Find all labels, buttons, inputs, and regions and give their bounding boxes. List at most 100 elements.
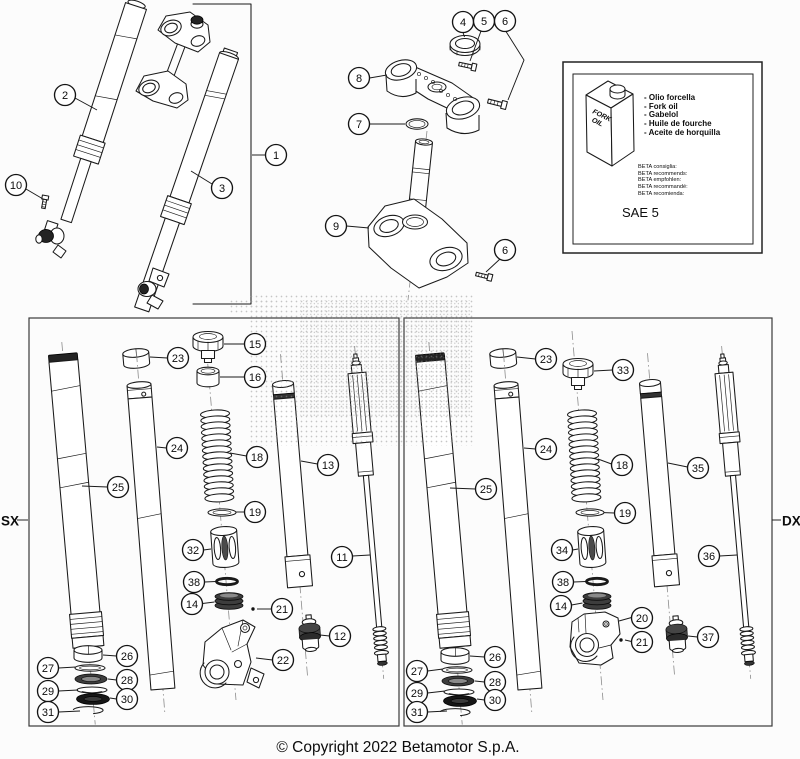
svg-text:18: 18 [616,460,628,472]
part-seal-stack-26-31-dx [439,647,478,717]
svg-text:4: 4 [460,17,466,29]
svg-text:26: 26 [489,652,501,664]
part-axle-holder-right [137,267,170,310]
callout-28-dx: 28 [483,670,507,694]
dx-label: DX [782,514,800,529]
part-clamp-ring-23-sx [121,347,151,370]
callout-33-dx: 33 [611,358,635,382]
callout-21-sx: 21 [270,597,294,621]
callout-6-bottom: 6 [493,238,517,262]
callout-25-sx: 25 [106,475,130,499]
oil-name-en: - Fork oil [644,102,678,111]
svg-text:16: 16 [249,372,261,384]
fork-legs-assembly [35,0,252,313]
callout-27-dx: 27 [405,659,429,683]
callout-31-dx: 31 [405,700,429,724]
recommend-en: BETA recommends: [638,171,688,177]
svg-text:19: 19 [619,508,631,520]
oil-recommendation-box: FORKOIL - Olio forcella - Fork oil - Gab… [562,61,763,254]
oil-bottle-illustration: FORKOIL [585,80,635,167]
part-spring-18-sx [200,409,234,502]
svg-text:9: 9 [333,221,339,233]
svg-text:18: 18 [251,452,263,464]
oil-name-de: - Gabelol [644,110,678,119]
part-spacer-16-sx [196,366,220,388]
callout-12-sx: 12 [328,624,352,648]
group-bracket-1 [192,3,252,305]
svg-text:6: 6 [502,16,508,28]
part-fork-cap-33-dx [562,357,594,391]
part-screw-5 [458,61,478,72]
callout-26-sx: 26 [115,644,139,668]
svg-text:10: 10 [10,180,22,192]
part-screw-6-bottom [475,271,494,282]
callout-30-dx: 30 [483,688,507,712]
oil-grade: SAE 5 [622,205,659,220]
part-fork-cap-15-sx [192,330,224,364]
callout-25-dx: 25 [474,477,498,501]
svg-text:26: 26 [121,651,133,663]
callout-38-sx: 38 [182,570,206,594]
callout-9: 9 [324,214,348,238]
oil-recommendations-list: BETA consiglia: BETA recommends: BETA em… [638,164,688,197]
svg-text:30: 30 [489,695,501,707]
recommend-de: BETA empfohlen: [638,177,682,183]
part-spring-18-dx [567,409,601,502]
callout-14-sx: 14 [180,592,204,616]
sx-label: SX [1,514,19,529]
part-axle-bracket-20-dx [569,611,621,666]
svg-text:31: 31 [411,707,423,719]
callout-7: 7 [347,112,371,136]
callout-4: 4 [451,10,475,34]
callout-32-sx: 32 [181,538,205,562]
callout-28-sx: 28 [115,668,139,692]
sx-fork-parts [45,330,394,727]
sx-box-border [28,317,400,727]
svg-text:3: 3 [219,183,225,195]
callout-37-dx: 37 [696,625,720,649]
callout-31-sx: 31 [36,700,60,724]
svg-text:37: 37 [702,632,714,644]
part-axle-bracket-22-sx [199,619,265,689]
part-seal-stack-26-31-sx [72,645,111,715]
callout-24-dx: 24 [534,437,558,461]
oil-names-list: - Olio forcella - Fork oil - Gabelol - H… [644,93,721,137]
svg-text:14: 14 [186,599,198,611]
part-pin-21-sx [251,607,255,611]
svg-text:29: 29 [411,688,423,700]
callout-10: 10 [4,173,28,197]
svg-text:5: 5 [481,16,487,28]
part-guide-32-sx [209,525,240,569]
svg-text:23: 23 [540,354,552,366]
svg-text:36: 36 [703,551,715,563]
part-lower-clamp-9 [367,130,469,301]
svg-text:27: 27 [42,663,54,675]
callout-19-dx: 19 [613,501,637,525]
svg-text:2: 2 [62,90,68,102]
svg-text:38: 38 [557,577,569,589]
callout-38-dx: 38 [551,570,575,594]
callout-36-dx: 36 [697,544,721,568]
part-bush-14-dx [582,592,612,610]
svg-text:25: 25 [112,482,124,494]
part-screw-10 [41,194,50,210]
svg-text:19: 19 [249,507,261,519]
part-washer-19-dx [575,508,605,517]
copyright-text: © Copyright 2022 Betamotor S.p.A. [276,739,519,756]
callout-24-sx: 24 [165,436,189,460]
callout-13-sx: 13 [316,453,340,477]
watermark-dots [228,294,473,446]
oil-name-es: - Aceite de horquilla [644,128,721,137]
callout-20-dx: 20 [630,606,654,630]
svg-text:32: 32 [187,545,199,557]
svg-text:11: 11 [336,552,347,564]
part-guide-34-dx [576,525,607,569]
svg-text:27: 27 [411,666,423,678]
oil-name-it: - Olio forcella [644,93,696,102]
svg-text:30: 30 [121,694,133,706]
recommend-fr: BETA recommandé: [638,184,688,190]
svg-text:8: 8 [356,73,362,85]
part-steering-cap-4 [449,34,481,57]
